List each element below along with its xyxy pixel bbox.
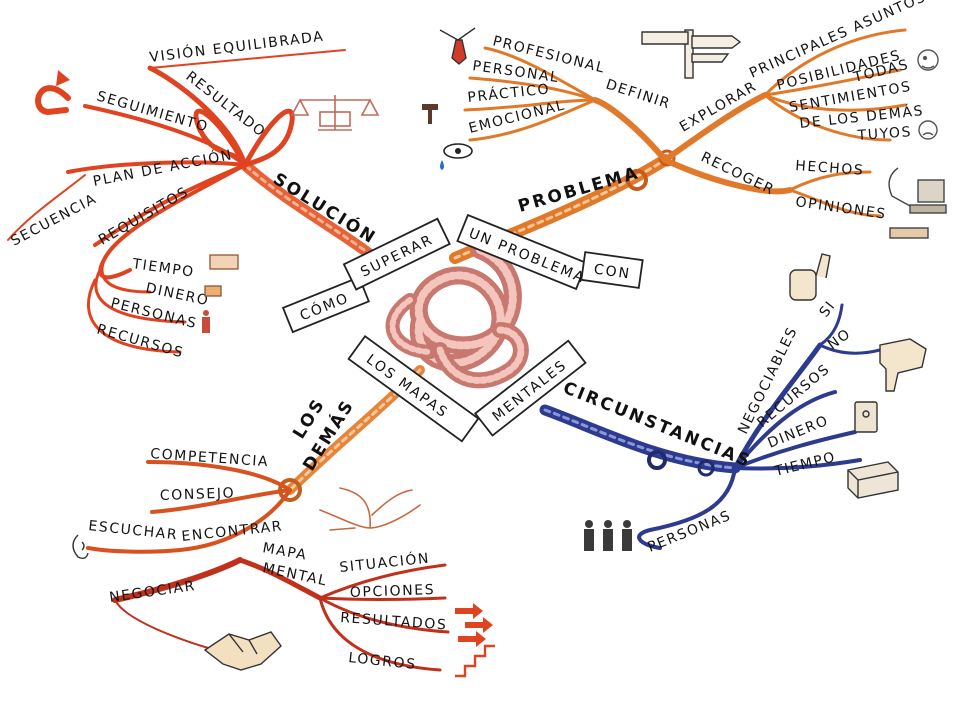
arrows-icon xyxy=(455,603,493,647)
banner-con: CON xyxy=(580,251,644,289)
recursos-label: RECURSOS xyxy=(95,321,186,361)
consejo-label: CONSEJO xyxy=(160,485,236,504)
ear-icon xyxy=(72,534,89,560)
knot-icon xyxy=(626,169,648,191)
arrow-head-icon xyxy=(56,70,70,86)
hammer-icon xyxy=(422,104,438,124)
handshake-icon xyxy=(203,631,282,671)
stairs-icon xyxy=(455,644,495,678)
definir-label: DEFINIR xyxy=(604,77,673,113)
money-icon xyxy=(204,285,222,297)
knot-icon xyxy=(647,450,667,470)
solucion-title: SOLUCIÓN xyxy=(269,168,381,249)
central-knot xyxy=(385,241,529,389)
hechos-label: HECHOS xyxy=(795,158,865,179)
logros-label: LOGROS xyxy=(348,650,418,673)
tiempo-label: TIEMPO xyxy=(130,256,195,281)
box-icon xyxy=(847,461,899,499)
escuchar-label: ESCUCHAR xyxy=(88,518,179,543)
resultados-label: RESULTADOS xyxy=(340,610,448,633)
wallet-icon xyxy=(854,401,878,433)
situacion-label: SITUACIÓN xyxy=(339,549,431,576)
tiempo-label: TIEMPO xyxy=(772,449,838,480)
signpost-icon xyxy=(641,29,742,79)
opciones-label: OPCIONES xyxy=(350,582,436,601)
eye-icon xyxy=(440,143,473,170)
tree-sketch-icon xyxy=(319,487,421,531)
requisitos-label: REQUISITOS xyxy=(96,184,192,249)
recoger-label: RECOGER xyxy=(698,149,777,198)
si-label: SI xyxy=(817,298,840,321)
negociar-label: NEGOCIAR xyxy=(108,578,197,606)
thumbs-up-icon xyxy=(789,253,831,301)
mapa-label: MAPA xyxy=(261,540,308,564)
con-label: CON xyxy=(593,262,632,283)
knot-icon xyxy=(697,459,715,477)
person-icon xyxy=(202,310,210,333)
computer-person-icon xyxy=(888,167,947,239)
sad-face-icon xyxy=(918,120,938,140)
box-icon xyxy=(209,254,239,270)
opiniones-label: OPINIONES xyxy=(794,194,887,223)
problema-branch: PROFESIONAL DEFINIR PERSONAL PRÁCTICO EM… xyxy=(422,0,947,264)
personas-label: PERSONAS xyxy=(646,508,734,556)
circunstancias-branch: CIRCUNSTANCIAS NEGOCIABLES SI NO RECURSO… xyxy=(539,253,927,556)
return-arrow-icon xyxy=(35,85,71,116)
tie-icon xyxy=(439,27,476,65)
thinking-face-icon xyxy=(917,49,939,71)
people-icon xyxy=(584,520,632,551)
thumbs-down-icon xyxy=(879,338,927,392)
scale-icon xyxy=(290,95,380,131)
practico-label: PRÁCTICO xyxy=(467,80,551,106)
tuyos-label: TUYOS xyxy=(856,124,912,144)
